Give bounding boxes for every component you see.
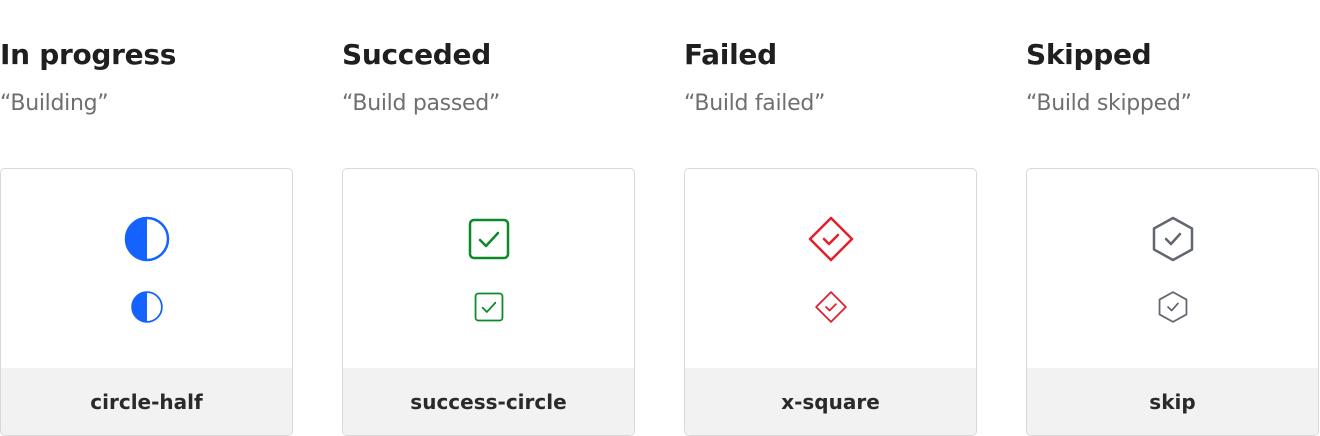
circle-half-icon-small (130, 290, 164, 324)
check-diamond-icon (807, 215, 855, 263)
success-check-square-icon (465, 215, 513, 263)
status-title: Skipped (1026, 38, 1152, 71)
check-hexagon-icon (1149, 215, 1197, 263)
icon-card: success-circle (342, 168, 635, 436)
icon-card: circle-half (0, 168, 293, 436)
icon-name-label: circle-half (1, 368, 292, 435)
icon-name-label: skip (1027, 368, 1318, 435)
status-title: Succeded (342, 38, 491, 71)
circle-half-icon (123, 215, 171, 263)
icon-name-label: success-circle (343, 368, 634, 435)
status-subtitle: “Build passed” (342, 91, 501, 116)
status-title: In progress (0, 38, 177, 71)
status-subtitle: “Build failed” (684, 91, 826, 116)
icon-name-label: x-square (685, 368, 976, 435)
icon-card: skip (1026, 168, 1319, 436)
icon-card: x-square (684, 168, 977, 436)
check-diamond-icon-small (814, 290, 848, 324)
status-subtitle: “Build skipped” (1026, 91, 1192, 116)
check-hexagon-icon-small (1156, 290, 1190, 324)
status-subtitle: “Building” (0, 91, 109, 116)
success-check-square-icon-small (472, 290, 506, 324)
status-title: Failed (684, 38, 777, 71)
